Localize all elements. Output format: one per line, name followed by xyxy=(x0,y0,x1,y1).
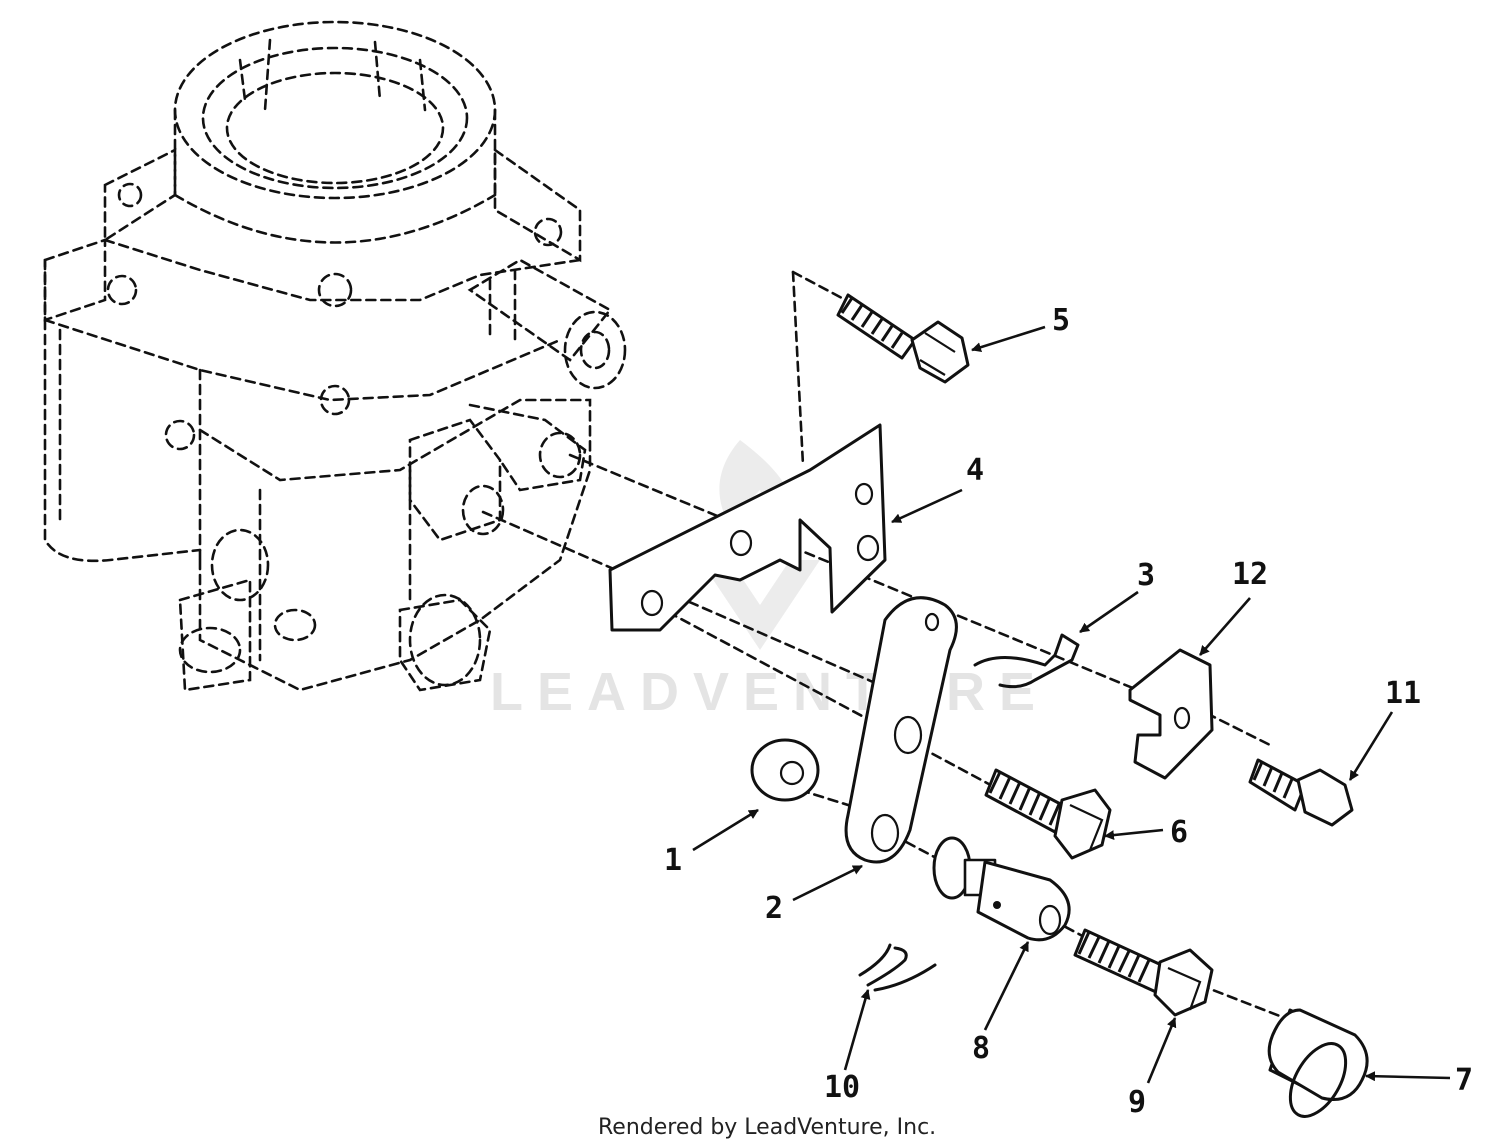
callout-4: 4 xyxy=(966,453,984,488)
link-plate-part-2 xyxy=(844,596,958,864)
callout-9: 9 xyxy=(1128,1085,1146,1120)
bolt-part-5 xyxy=(836,293,970,384)
callout-3: 3 xyxy=(1137,558,1155,593)
callout-1: 1 xyxy=(664,843,682,878)
screw-part-11 xyxy=(1248,758,1354,827)
hairpin-part-10 xyxy=(858,943,937,992)
spring-clip-part-3 xyxy=(973,633,1080,689)
footer-credit: Rendered by LeadVenture, Inc. xyxy=(598,1115,936,1140)
callout-12: 12 xyxy=(1232,557,1268,592)
callout-7: 7 xyxy=(1455,1063,1473,1098)
callout-6: 6 xyxy=(1170,815,1188,850)
clamp-part-12 xyxy=(1128,648,1214,780)
callout-2: 2 xyxy=(765,891,783,926)
swivel-part-8 xyxy=(932,836,1071,942)
callout-8: 8 xyxy=(972,1031,990,1066)
carburetor-body xyxy=(43,20,627,692)
washer-part-1 xyxy=(750,738,820,802)
callout-11: 11 xyxy=(1385,676,1421,711)
bracket-part-4 xyxy=(608,423,887,632)
watermark-text: LEADVENTURE xyxy=(490,662,1049,722)
bolt-part-6 xyxy=(984,768,1112,860)
callout-10: 10 xyxy=(824,1070,860,1105)
bolt-part-9 xyxy=(1073,928,1214,1017)
callout-5: 5 xyxy=(1052,303,1070,338)
leader-lines xyxy=(692,325,1451,1084)
cap-part-7 xyxy=(1267,1008,1369,1118)
